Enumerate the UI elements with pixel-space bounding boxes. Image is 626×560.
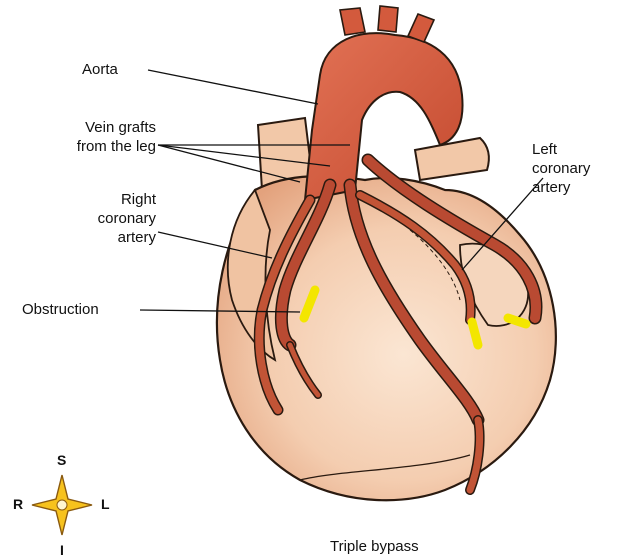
label-vein-grafts-line1: Vein grafts xyxy=(46,118,156,137)
label-left-coronary-artery: Left coronary artery xyxy=(532,140,590,197)
compass-inferior: I xyxy=(60,542,64,558)
label-aorta: Aorta xyxy=(82,60,118,79)
aortic-branch-3 xyxy=(408,14,434,42)
aortic-branch-1 xyxy=(340,8,365,35)
obstruction-left-2 xyxy=(508,318,526,324)
label-vein-grafts: Vein grafts from the leg xyxy=(46,118,156,156)
label-right-coronary-line3: artery xyxy=(46,228,156,247)
label-vein-grafts-line2: from the leg xyxy=(46,137,156,156)
compass-right: R xyxy=(13,496,23,512)
compass-superior: S xyxy=(57,452,66,468)
leader-aorta xyxy=(148,70,318,104)
label-right-coronary-artery: Right coronary artery xyxy=(46,190,156,247)
label-left-coronary-line3: artery xyxy=(532,178,590,197)
label-right-coronary-line2: coronary xyxy=(46,209,156,228)
label-obstruction: Obstruction xyxy=(22,300,99,319)
orientation-compass xyxy=(32,475,92,535)
label-right-coronary-line1: Right xyxy=(46,190,156,209)
label-left-coronary-line2: coronary xyxy=(532,159,590,178)
label-left-coronary-line1: Left xyxy=(532,140,590,159)
pulmonary-branch-right xyxy=(415,138,489,180)
compass-left: L xyxy=(101,496,110,512)
obstruction-left-1 xyxy=(472,322,478,345)
aortic-branch-2 xyxy=(378,6,398,32)
figure-caption: Triple bypass xyxy=(330,538,419,555)
